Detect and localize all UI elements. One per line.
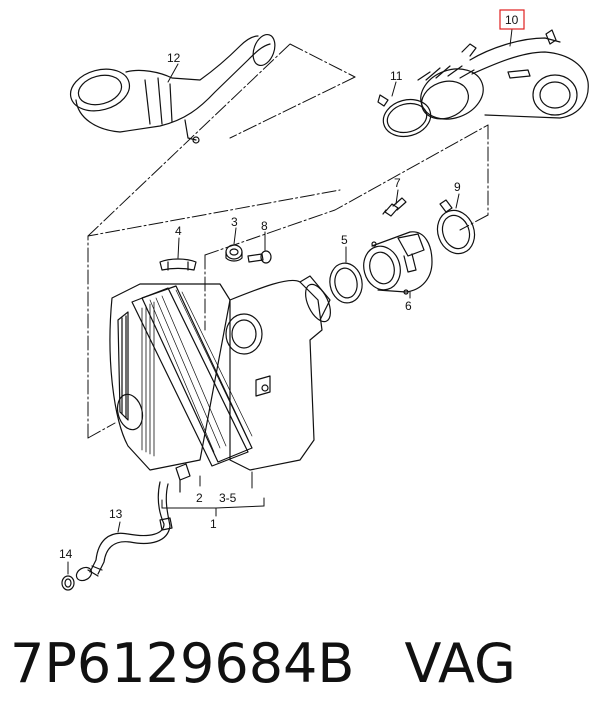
part-4-clip bbox=[159, 258, 197, 271]
callout-6: 6 bbox=[405, 299, 412, 313]
callout-10-highlight bbox=[499, 9, 525, 30]
part-3-grommet bbox=[225, 244, 243, 262]
callout-9: 9 bbox=[454, 180, 461, 194]
callout-13: 13 bbox=[109, 507, 123, 521]
callout-12: 12 bbox=[167, 51, 181, 65]
leader-lines bbox=[67, 28, 513, 575]
part-6-air-mass-meter bbox=[363, 231, 433, 295]
callout-3-5: 3-5 bbox=[219, 491, 237, 505]
guide-lines bbox=[87, 43, 489, 439]
callout-7: 7 bbox=[394, 176, 401, 190]
part-8-screw bbox=[247, 250, 272, 264]
part-9-clamp bbox=[436, 199, 476, 255]
callout-1: 1 bbox=[210, 517, 217, 531]
callout-14: 14 bbox=[59, 547, 73, 561]
callout-2: 2 bbox=[196, 491, 203, 505]
callout-4: 4 bbox=[175, 224, 182, 238]
callout-8: 8 bbox=[261, 219, 268, 233]
part-10-hose bbox=[417, 29, 589, 120]
part-14-cap bbox=[61, 575, 75, 591]
part-7-screw bbox=[382, 197, 407, 217]
callout-3: 3 bbox=[231, 215, 238, 229]
part-12-intake-duct bbox=[69, 33, 276, 144]
part-1-air-filter-housing bbox=[109, 275, 331, 493]
callout-5: 5 bbox=[341, 233, 348, 247]
part-caption: 7P6129684B VAG bbox=[10, 632, 566, 695]
callout-11: 11 bbox=[390, 69, 403, 83]
callout-10: 10 bbox=[505, 13, 519, 27]
part-11-hose-clamp bbox=[377, 94, 432, 138]
part-number: 7P6129684B bbox=[10, 632, 355, 695]
brand-name: VAG bbox=[404, 632, 516, 695]
part-5-o-ring bbox=[329, 262, 363, 304]
part-13-breather-hose bbox=[75, 481, 173, 582]
